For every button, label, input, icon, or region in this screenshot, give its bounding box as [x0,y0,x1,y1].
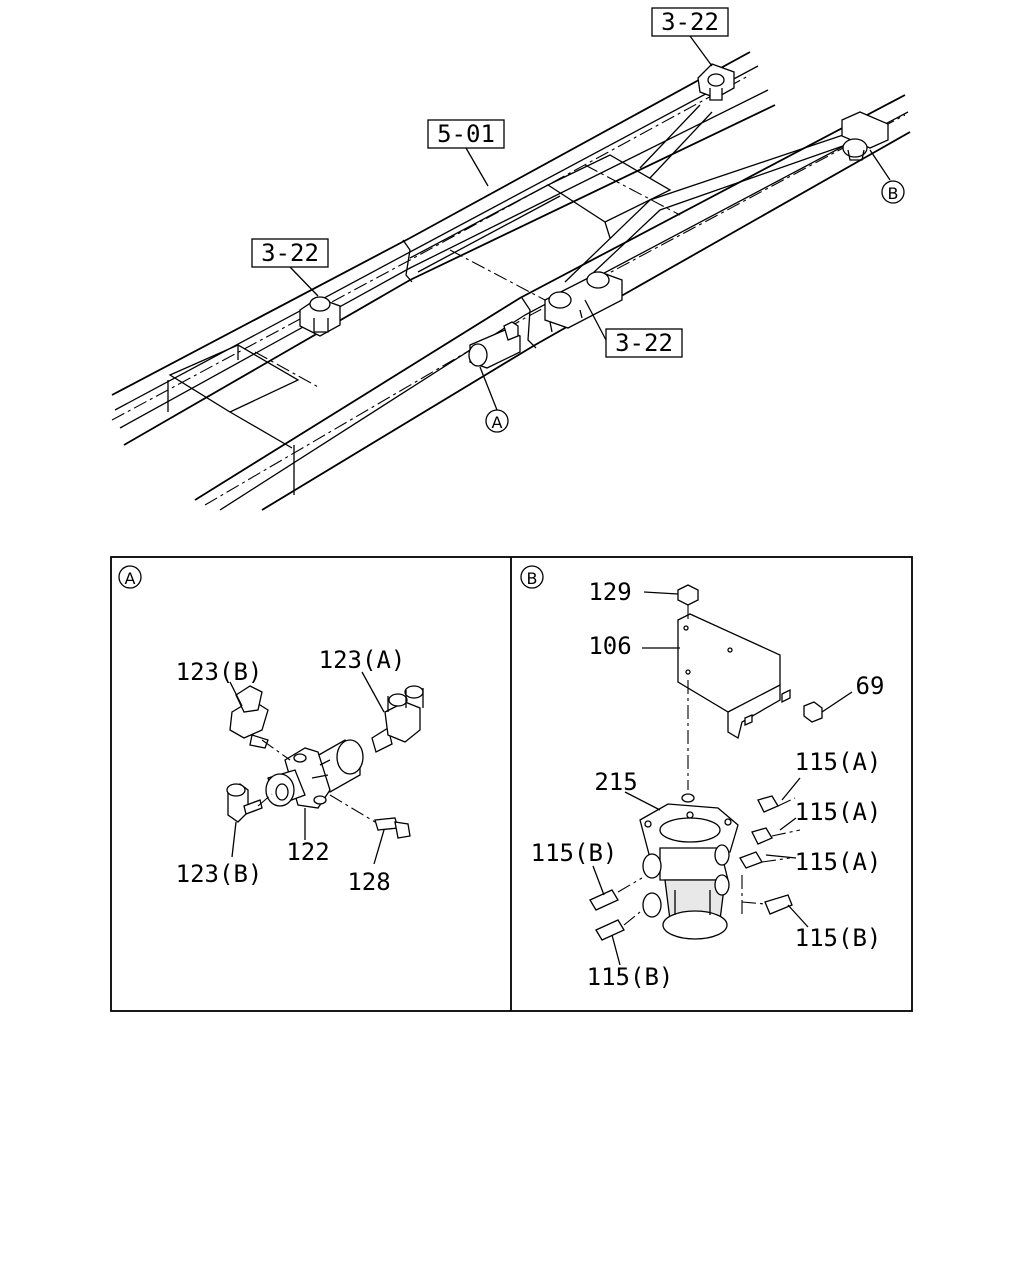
label-128: 128 [347,868,390,896]
bracket-106 [677,613,781,740]
valve-215 [639,793,739,940]
panel-a: A 123(B) [118,565,424,896]
label-115b-2: 115(B) [795,924,882,952]
label-115a-2: 115(A) [795,798,882,826]
panel-b-marker: B [527,569,538,588]
callout-b: B [888,184,899,203]
label-215: 215 [594,768,637,796]
nut-129 [677,584,699,606]
ref-box-top: 3-22 [661,8,719,36]
nut-69 [803,701,823,723]
callout-a: A [492,413,503,432]
label-106: 106 [588,632,631,660]
label-115b-3: 115(B) [587,963,674,991]
ref-box-frame: 5-01 [437,120,495,148]
label-69: 69 [856,672,885,700]
label-123b-top: 123(B) [176,658,263,686]
label-115a-3: 115(A) [795,848,882,876]
ref-box-center: 3-22 [615,329,673,357]
frame-brackets [299,63,889,369]
label-115a-1: 115(A) [795,748,882,776]
panel-b: B [520,565,885,991]
label-115b-1: 115(B) [531,839,618,867]
label-123a: 123(A) [319,646,406,674]
chassis-frame [111,51,911,511]
frame-reference-labels: 3-22 5-01 3-22 3-22 A B [251,7,905,433]
label-122: 122 [286,838,329,866]
label-129: 129 [588,578,631,606]
ref-box-left: 3-22 [261,239,319,267]
panel-a-marker: A [125,569,136,588]
label-123b-bottom: 123(B) [176,860,263,888]
